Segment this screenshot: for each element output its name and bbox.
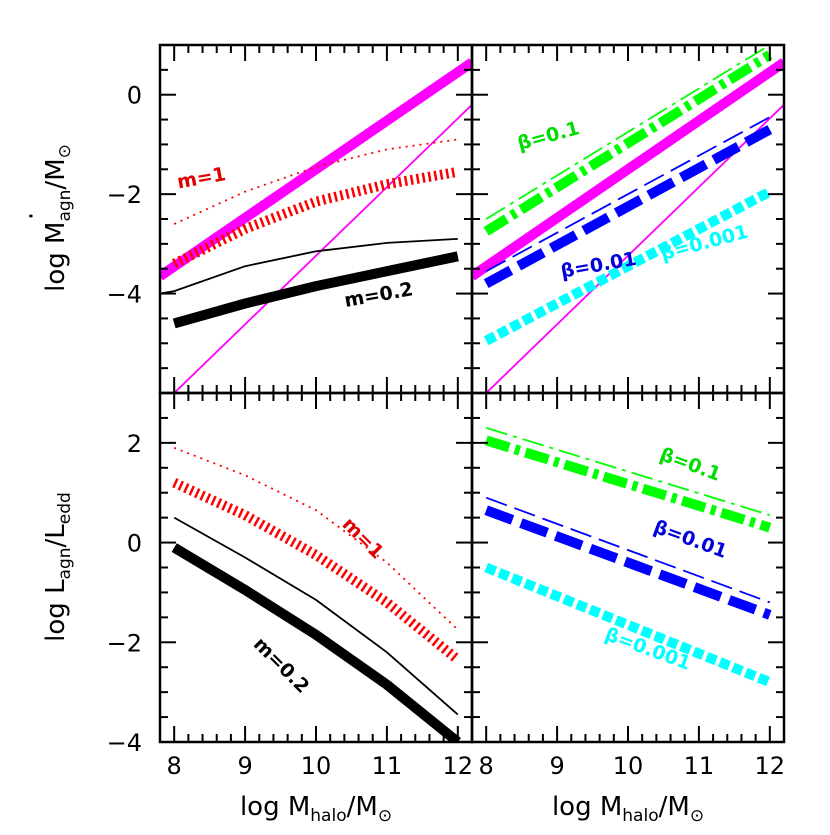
top-right-panel: β=0.1β=0.01β=0.001 xyxy=(470,43,786,395)
top-left-series-line-5 xyxy=(172,251,459,329)
bottom-left-series-line-2 xyxy=(173,516,459,716)
bottom-left-series-group xyxy=(171,446,461,742)
top-left-series-line-1 xyxy=(173,104,472,393)
bottom-right-x-tick-label: 9 xyxy=(549,752,564,780)
bottom-left-x-tick-label: 10 xyxy=(301,752,332,780)
top-left-series-line-4 xyxy=(160,238,458,295)
bottom-left-y-tick-label: −4 xyxy=(107,729,142,757)
right-x-axis-label: log Mhalo/M⊙ xyxy=(552,792,704,826)
panels: 0 −2 −4 m=1 m=0.2 β=0.1β=0.01β=0.001 8 9 10 11 12 2… xyxy=(107,43,786,780)
top-y-axis-dot: · xyxy=(17,212,47,220)
bottom-right-series-line-3 xyxy=(484,505,772,620)
bottom-left-panel: 8 9 10 11 12 2 0 −2 −4 m=1 m=0.2 xyxy=(107,391,474,780)
bottom-right-series-line-0 xyxy=(485,427,771,516)
bottom-right-x-tick-label: 8 xyxy=(479,752,494,780)
bottom-right-x-tick-label: 12 xyxy=(755,752,786,780)
left-x-axis-label: log Mhalo/M⊙ xyxy=(240,792,392,826)
top-right-annotation-label: β=0.1 xyxy=(515,117,582,155)
top-left-annotation-label: m=1 xyxy=(175,163,227,193)
top-left-y-tick-label: −4 xyxy=(107,281,142,309)
top-right-series-line-4 xyxy=(485,116,771,272)
top-right-series-line-2 xyxy=(485,45,771,220)
bottom-left-annotation-label: m=1 xyxy=(338,513,388,563)
bottom-left-annotation-label: m=0.2 xyxy=(249,633,314,698)
bottom-right-annotation-label: β=0.1 xyxy=(657,443,724,485)
bottom-left-y-tick-label: −2 xyxy=(107,629,142,657)
bottom-left-x-tick-label: 8 xyxy=(167,752,182,780)
top-right-series-line-6 xyxy=(483,187,773,346)
top-left-y-tick-label: −2 xyxy=(107,181,142,209)
bottom-right-series-line-1 xyxy=(484,435,772,533)
bottom-right-annotation-label: β=0.01 xyxy=(651,516,730,563)
bottom-left-x-tick-label: 9 xyxy=(237,752,252,780)
top-left-y-tick-label: 0 xyxy=(127,82,142,110)
bottom-right-series-line-2 xyxy=(485,496,771,604)
top-right-series-group xyxy=(472,45,784,393)
bottom-right-series-line-4 xyxy=(484,562,772,687)
top-left-series-group xyxy=(160,58,472,393)
top-right-series-line-3 xyxy=(483,50,773,236)
bottom-left-y-tick-label: 0 xyxy=(127,530,142,558)
bottom-left-x-tick-label: 12 xyxy=(443,752,474,780)
bottom-left-x-tick-label: 11 xyxy=(372,752,403,780)
top-right-series-line-0 xyxy=(472,58,784,281)
top-right-series-line-5 xyxy=(483,125,773,288)
bottom-right-x-tick-label: 10 xyxy=(613,752,644,780)
bottom-right-series-group xyxy=(484,427,772,687)
bottom-left-series-line-0 xyxy=(173,446,459,631)
bottom-left-series-line-3 xyxy=(171,543,461,742)
bottom-left-y-tick-label: 2 xyxy=(127,430,142,458)
top-left-panel: 0−2−4m=1m=0.2 xyxy=(107,43,474,395)
bottom-right-x-tick-label: 11 xyxy=(684,752,715,780)
bottom-y-axis-label: log Lagn/Ledd xyxy=(41,492,75,642)
